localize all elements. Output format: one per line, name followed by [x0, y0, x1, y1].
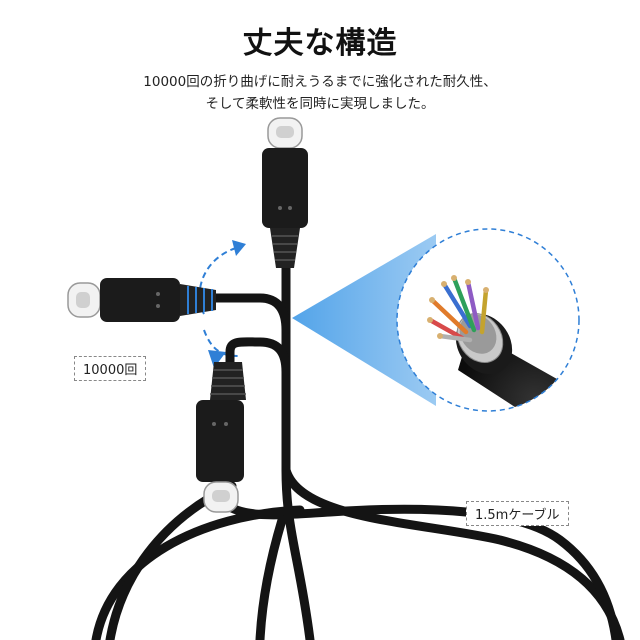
- page-title: 丈夫な構造: [242, 26, 398, 61]
- bend-count-label: 10000回: [74, 356, 147, 381]
- description-line-2: そして柔軟性を同時に実現しました。: [205, 96, 435, 112]
- zoom-beam-icon: [292, 234, 436, 406]
- usb-c-connector-icon: [196, 362, 246, 513]
- cable-cross-section: [396, 228, 580, 412]
- cable: [91, 259, 625, 640]
- cable-length-label: 1.5mケーブル: [466, 501, 569, 526]
- rotate-arrow-icon: [203, 329, 239, 357]
- usb-c-connector-icon: [67, 278, 216, 322]
- usb-c-connector-icon: [262, 117, 308, 268]
- description-line-1: 10000回の折り曲げに耐えうるまでに強化された耐久性、: [143, 74, 497, 90]
